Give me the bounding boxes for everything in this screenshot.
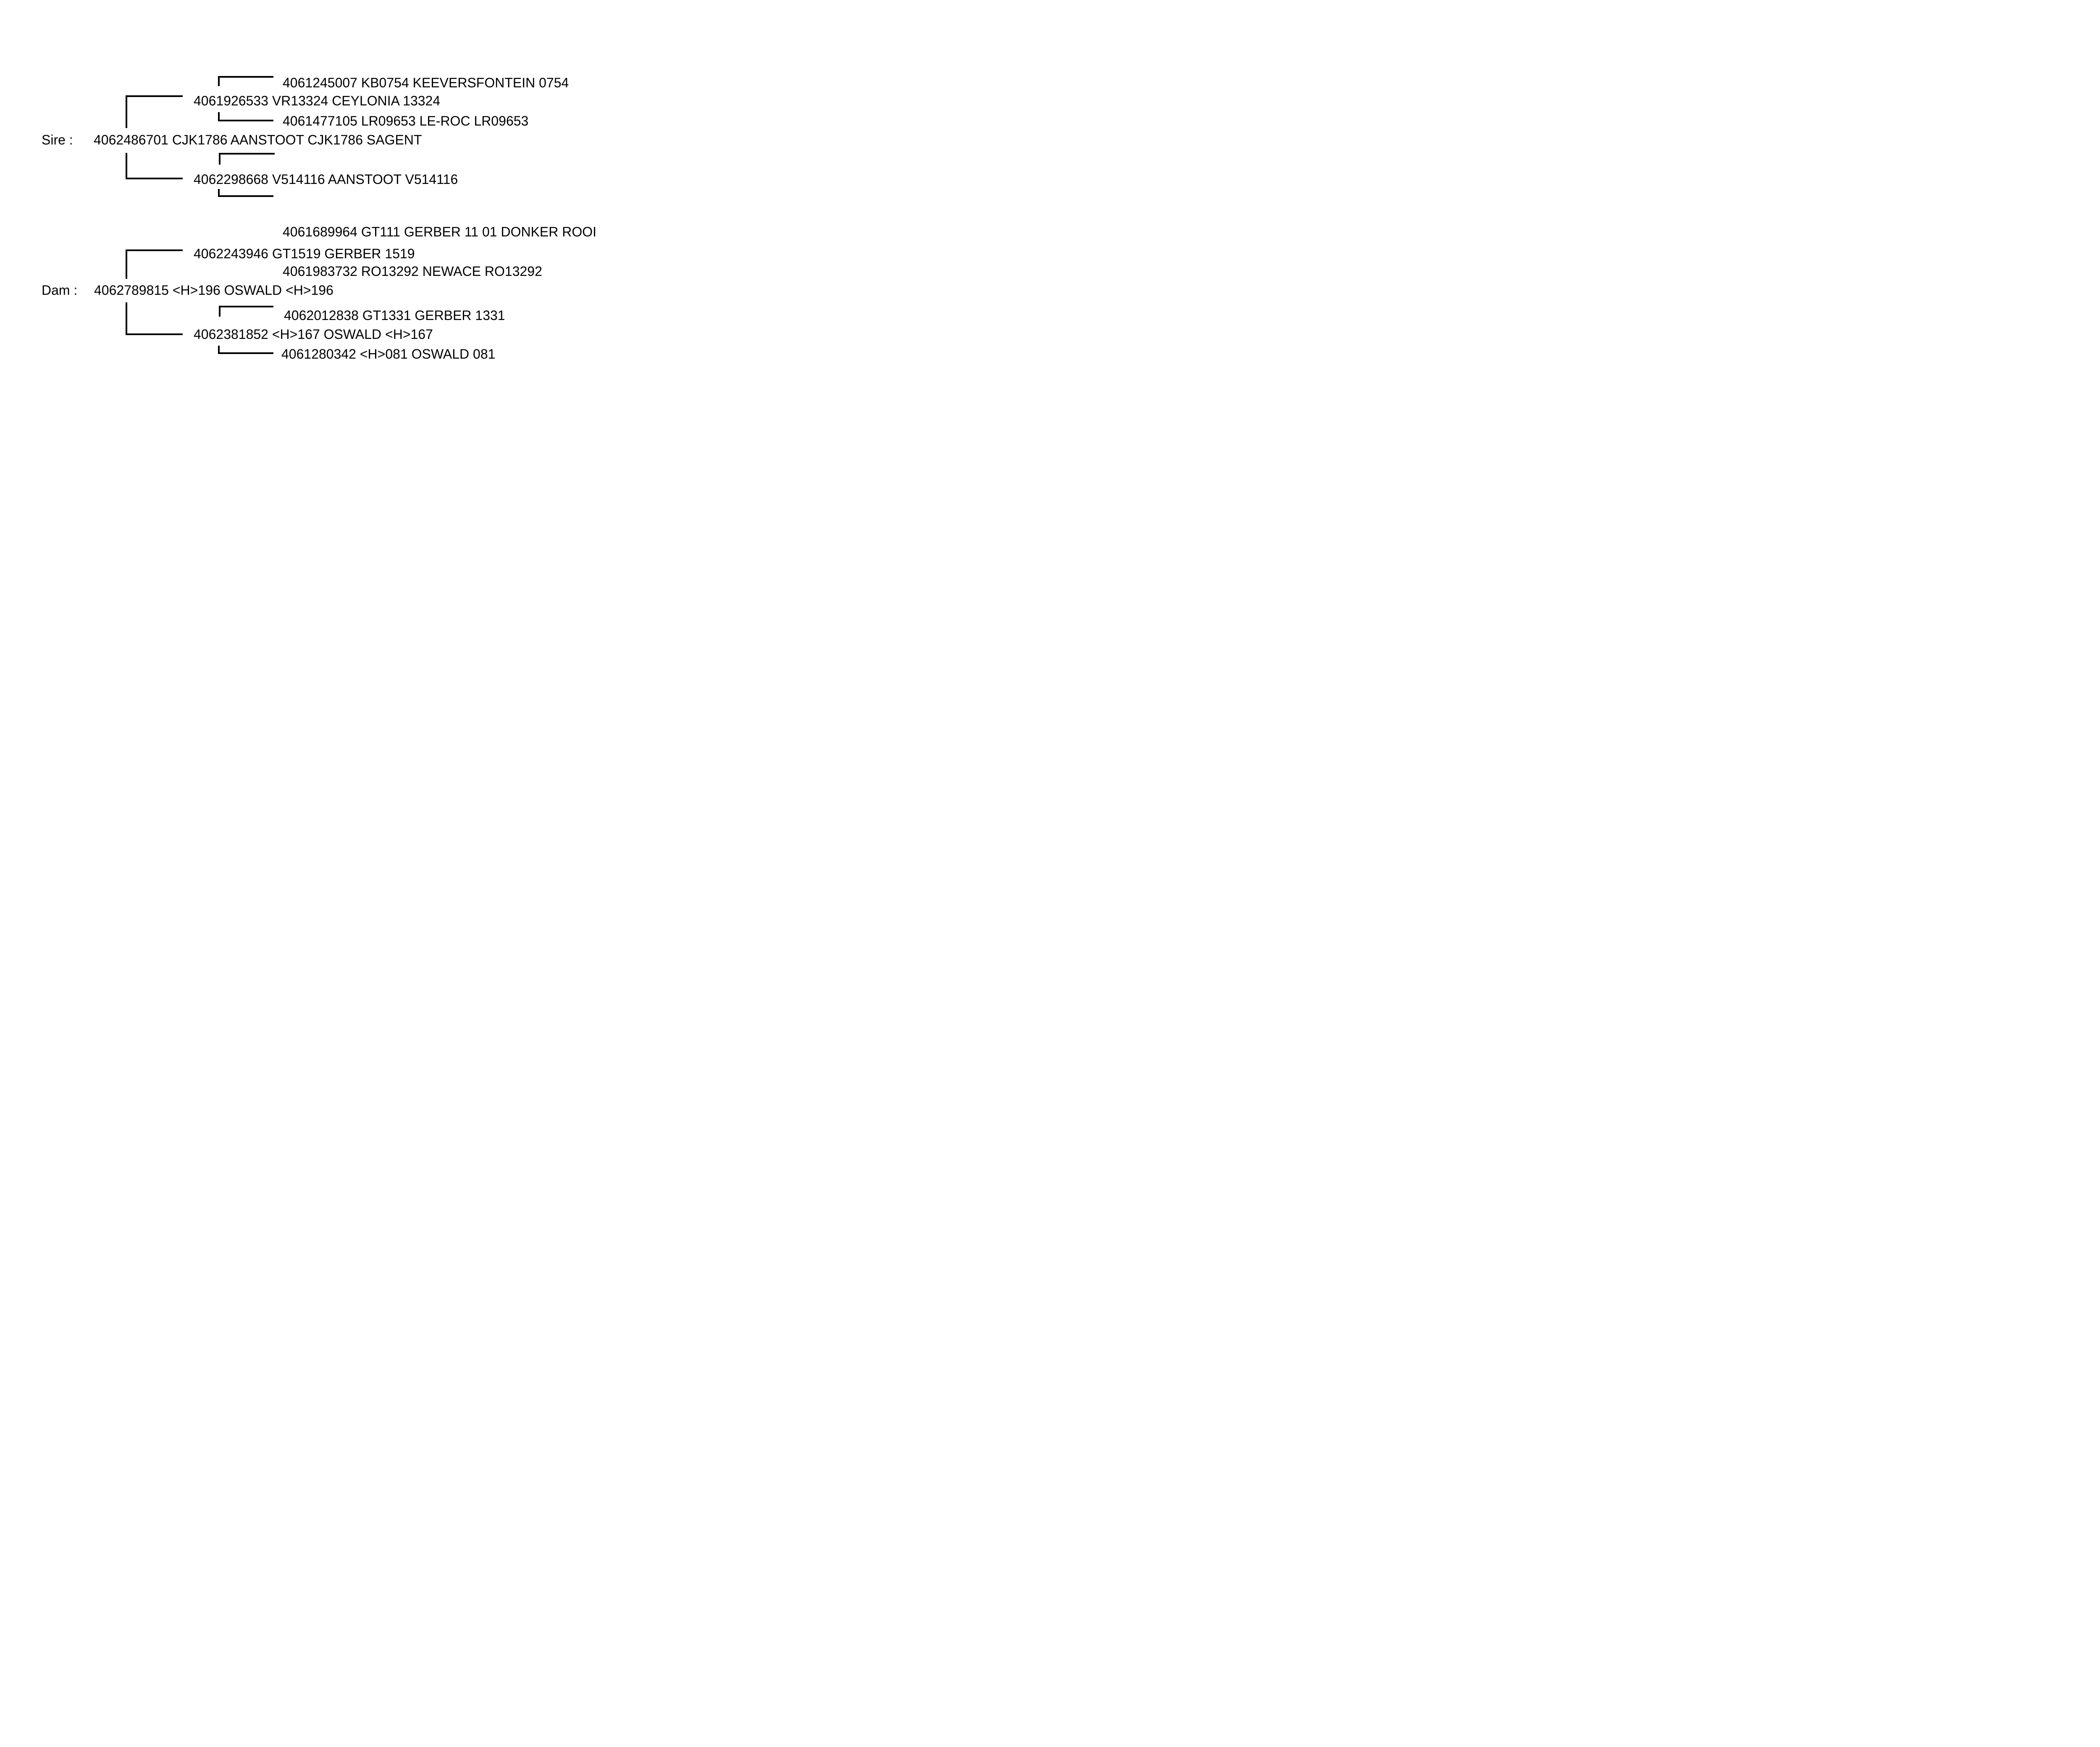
connector-sire-sire-upper-h <box>126 95 183 97</box>
connector-dam-dam-lower-v <box>126 302 127 335</box>
connector-sire-dam-dam-lower-v <box>218 189 220 197</box>
sire-sire: 4061926533 VR13324 CEYLONIA 13324 <box>194 93 441 108</box>
connector-sire-grandsire-upper-h <box>218 76 273 78</box>
dam-label: Dam : <box>42 283 78 298</box>
connector-dam-dam-dam-lower-h <box>218 352 273 354</box>
connector-sire-dam-sire-upper-h <box>219 153 275 155</box>
connector-sire-granddam-lower-v <box>218 112 220 121</box>
connector-dam-dam-sire-upper-h <box>219 306 273 307</box>
dam-grandsire-maternal: 4062012838 GT1331 GERBER 1331 <box>284 308 505 323</box>
connector-sire-grandsire-upper-v <box>218 76 220 86</box>
sire-dam: 4062298668 V514116 AANSTOOT V514116 <box>194 172 458 187</box>
dam-sire: 4062243946 GT1519 GERBER 1519 <box>194 246 415 261</box>
connector-dam-dam-lower-h <box>126 333 183 335</box>
connector-sire-granddam-lower-h <box>218 120 273 121</box>
connector-sire-dam-dam-lower-h <box>218 195 273 197</box>
dam-grandsire-paternal: 4061689964 GT111 GERBER 11 01 DONKER ROO… <box>283 224 597 239</box>
pedigree-canvas: 4061245007 KB0754 KEEVERSFONTEIN 0754 40… <box>0 0 655 437</box>
sire-label: Sire : <box>42 132 73 147</box>
dam-granddam-maternal: 4061280342 <H>081 OSWALD 081 <box>281 346 496 362</box>
sire-subject: 4062486701 CJK1786 AANSTOOT CJK1786 SAGE… <box>94 132 422 147</box>
connector-dam-dam-sire-upper-v <box>219 306 220 317</box>
dam-subject: 4062789815 <H>196 OSWALD <H>196 <box>94 283 333 298</box>
connector-dam-sire-upper-v <box>126 249 127 279</box>
dam-granddam-paternal: 4061983732 RO13292 NEWACE RO13292 <box>283 264 542 279</box>
connector-sire-sire-upper-v <box>126 95 127 128</box>
connector-sire-dam-sire-upper-v <box>219 153 220 165</box>
sire-grandsire-paternal: 4061245007 KB0754 KEEVERSFONTEIN 0754 <box>283 75 569 90</box>
sire-granddam-paternal: 4061477105 LR09653 LE-ROC LR09653 <box>283 113 529 129</box>
connector-sire-dam-lower-h <box>126 178 183 179</box>
connector-dam-sire-upper-h <box>126 249 183 251</box>
connector-sire-dam-lower-v <box>126 153 127 179</box>
dam-dam: 4062381852 <H>167 OSWALD <H>167 <box>194 327 433 342</box>
connector-dam-dam-dam-lower-v <box>218 346 220 353</box>
